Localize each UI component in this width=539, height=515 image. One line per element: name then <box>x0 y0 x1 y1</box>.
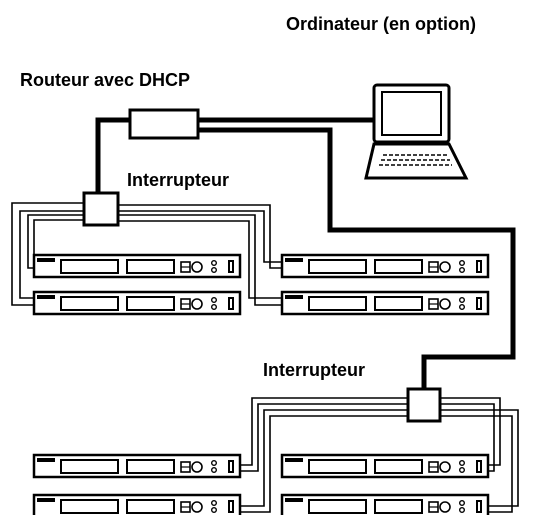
receiver-top-right-2 <box>280 290 490 316</box>
trunk-cables <box>95 117 516 391</box>
receiver-bottom-right-1 <box>280 453 490 479</box>
switch-bottom-box <box>406 387 442 423</box>
receiver-bottom-left-1 <box>32 453 242 479</box>
router-to-switch-bottom-cable <box>198 127 516 391</box>
computer-label: Ordinateur (en option) <box>286 14 476 34</box>
receiver-bottom-left-2 <box>32 493 242 515</box>
receiver-top-left-1 <box>32 253 242 279</box>
router-box <box>128 108 200 140</box>
switch-bottom-left-lower-cable <box>238 409 408 513</box>
switch-top-left-lower-cable <box>11 202 84 306</box>
computer-icon <box>364 83 469 180</box>
device-cables <box>11 202 519 513</box>
receiver-top-right-1 <box>280 253 490 279</box>
router-to-switch-top-cable <box>95 117 130 195</box>
receiver-bottom-right-2 <box>280 493 490 515</box>
receiver-top-left-2 <box>32 290 242 316</box>
switch-top-label: Interrupteur <box>127 170 230 190</box>
router-label: Routeur avec DHCP <box>20 70 191 90</box>
receivers <box>32 253 490 515</box>
switch-bottom-right-lower-cable <box>440 409 519 513</box>
switch-top-right-lower-cable <box>118 214 284 306</box>
switch-bottom-left-upper-cable <box>238 397 408 472</box>
switch-top-right-upper-cable <box>118 204 284 269</box>
switch-bottom-right-upper-cable <box>440 397 501 472</box>
switch-top-box <box>82 191 120 227</box>
switch-bottom-label: Interrupteur <box>263 360 366 380</box>
